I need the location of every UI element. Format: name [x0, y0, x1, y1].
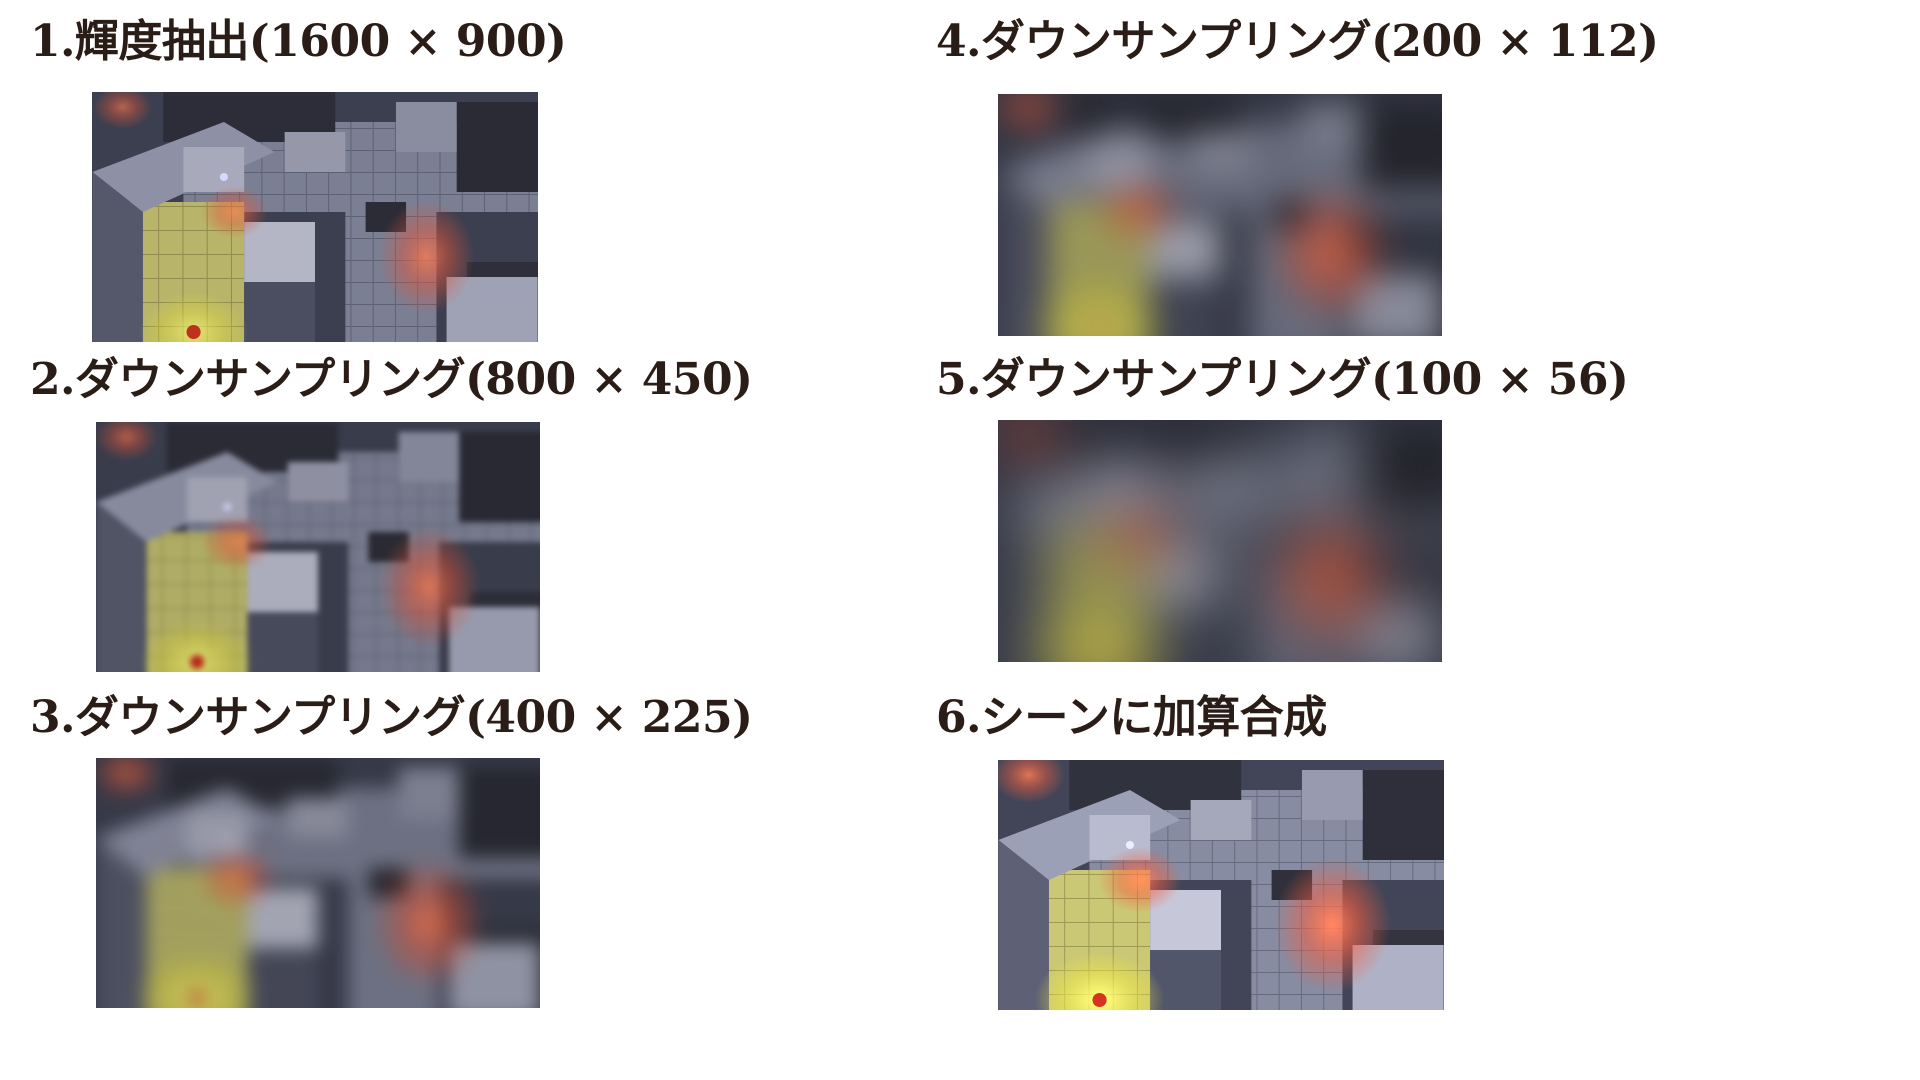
downsample-100-image [998, 420, 1442, 662]
scene-svg [998, 420, 1442, 662]
step-title: 2.ダウンサンプリング(800 × 450) [30, 354, 753, 405]
scene-svg [96, 758, 540, 1008]
scene-render [998, 760, 1444, 1010]
luminance-extract-image [92, 92, 538, 342]
step-title: 6.シーンに加算合成 [936, 692, 1327, 743]
scene-render [96, 422, 540, 672]
scene-svg [998, 760, 1444, 1010]
scene-render [92, 92, 538, 342]
downsample-200-image [998, 94, 1442, 336]
downsample-800-image [96, 422, 540, 672]
step-title: 5.ダウンサンプリング(100 × 56) [936, 354, 1629, 405]
step-title: 4.ダウンサンプリング(200 × 112) [936, 16, 1659, 67]
scene-render [998, 94, 1442, 336]
downsample-400-image [96, 758, 540, 1008]
scene-render [998, 420, 1442, 662]
scene-render [96, 758, 540, 1008]
scene-svg [92, 92, 538, 342]
scene-svg [998, 94, 1442, 336]
additive-composite-image [998, 760, 1444, 1010]
step-title: 1.輝度抽出(1600 × 900) [30, 16, 567, 67]
step-title: 3.ダウンサンプリング(400 × 225) [30, 692, 753, 743]
scene-svg [96, 422, 540, 672]
